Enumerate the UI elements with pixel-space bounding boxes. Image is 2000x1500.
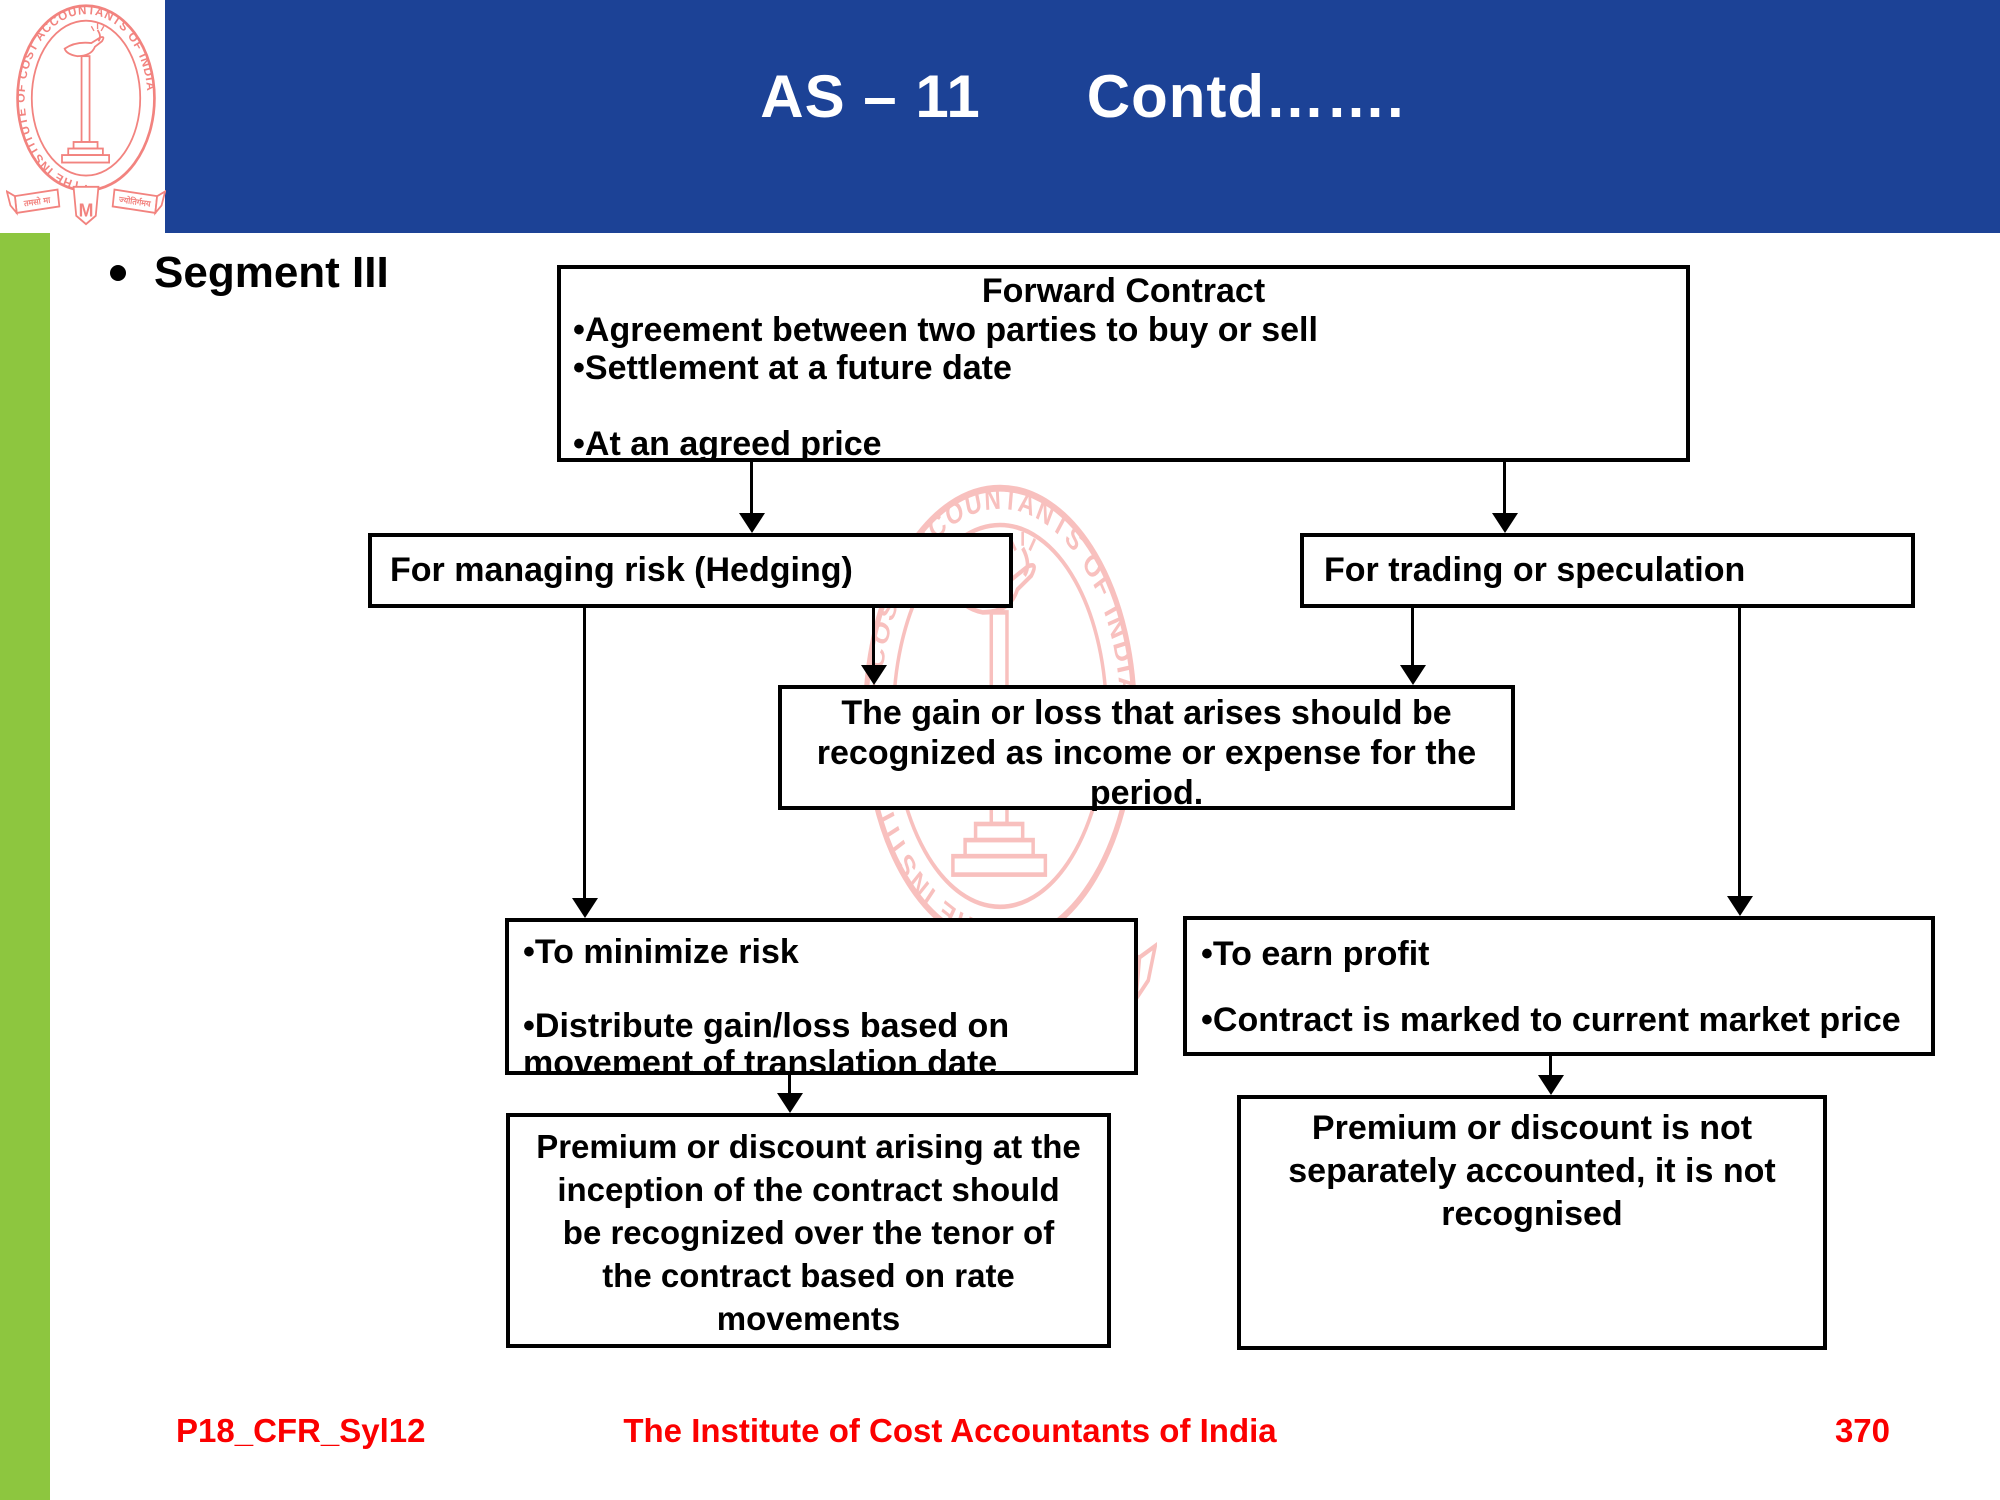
left-accent-bar	[0, 233, 50, 1500]
text-line: movements	[716, 1300, 901, 1337]
text-line: Premium or discount arising at the	[536, 1128, 1081, 1165]
arrow-forward-to-trading	[1503, 462, 1506, 513]
arrow-hedging-to-gainloss	[872, 608, 875, 665]
footer-page-number: 370	[1834, 1412, 1890, 1449]
banner-text-left: तमसो मा	[22, 194, 51, 208]
text-line	[523, 971, 1134, 1008]
forward-contract-bullets: •Agreement between two parties to buy or…	[561, 311, 1686, 463]
arrow-earn-to-premium	[1549, 1056, 1552, 1075]
lamp-icon	[63, 23, 105, 58]
text-line: Premium or discount is not	[1311, 1109, 1753, 1147]
segment-row: Segment III	[110, 248, 389, 298]
arrow-hedging-to-minimize	[583, 608, 586, 898]
arrow-trading-to-earn	[1738, 608, 1741, 896]
bullet-icon	[110, 265, 126, 281]
text-line: period.	[1089, 774, 1204, 812]
text-line: •Distribute gain/loss based on	[523, 1007, 1010, 1045]
arrow-trading-to-gainloss	[1411, 608, 1414, 665]
text-line	[573, 387, 1686, 425]
text-line: The gain or loss that arises should be	[841, 694, 1452, 732]
forward-contract-box: Forward Contract •Agreement between two …	[557, 265, 1690, 463]
text-line: the contract based on rate	[602, 1257, 1015, 1294]
text-line: •Settlement at a future date	[573, 349, 1012, 387]
minimize-risk-box: •To minimize risk •Distribute gain/loss …	[505, 918, 1138, 1082]
text-line: •At an agreed price	[573, 425, 882, 463]
banner-text-right: ज्योतिर्गमय	[118, 194, 153, 209]
hedging-box: For managing risk (Hedging)	[368, 533, 1013, 608]
text-line: inception of the contract should	[557, 1171, 1060, 1208]
text-line: •Agreement between two parties to buy or…	[573, 311, 1318, 349]
premium-trading-box: Premium or discount is not separately acc…	[1237, 1095, 1827, 1350]
footer-course-code: P18_CFR_Syl12	[176, 1412, 426, 1449]
header-bar	[165, 0, 2000, 233]
pillar	[61, 55, 110, 164]
trading-label: For trading or speculation	[1324, 551, 1746, 589]
forward-contract-title: Forward Contract	[981, 272, 1266, 310]
text-line: movement of translation date	[523, 1044, 998, 1082]
slide-title: AS – 11 Contd…….	[760, 63, 1405, 130]
text-line: •To earn profit	[1201, 935, 1430, 973]
text-line	[1201, 971, 1931, 1004]
hedging-label: For managing risk (Hedging)	[390, 551, 853, 589]
footer-institute: The Institute of Cost Accountants of Ind…	[623, 1412, 1277, 1449]
institute-logo-icon: THE INSTITUTE OF COST ACCOUNTANTS OF IND…	[6, 3, 166, 226]
arrow-minimize-to-premium	[788, 1075, 791, 1093]
segment-label: Segment III	[154, 248, 389, 297]
text-line: •To minimize risk	[523, 933, 799, 971]
text-line: recognised	[1441, 1195, 1623, 1233]
seal-monogram: M	[79, 200, 94, 220]
text-line: be recognized over the tenor of	[562, 1214, 1055, 1251]
text-line: recognized as income or expense for the	[816, 734, 1477, 772]
premium-hedging-box: Premium or discount arising at the incept…	[506, 1113, 1111, 1348]
ribbon-banner	[6, 185, 166, 226]
arrow-forward-to-hedging	[750, 462, 753, 513]
text-line: •Contract is marked to current market pr…	[1201, 1001, 1901, 1039]
text-line: separately accounted, it is not	[1288, 1152, 1776, 1190]
earn-profit-box: •To earn profit •Contract is marked to c…	[1183, 916, 1935, 1056]
trading-box: For trading or speculation	[1300, 533, 1915, 608]
